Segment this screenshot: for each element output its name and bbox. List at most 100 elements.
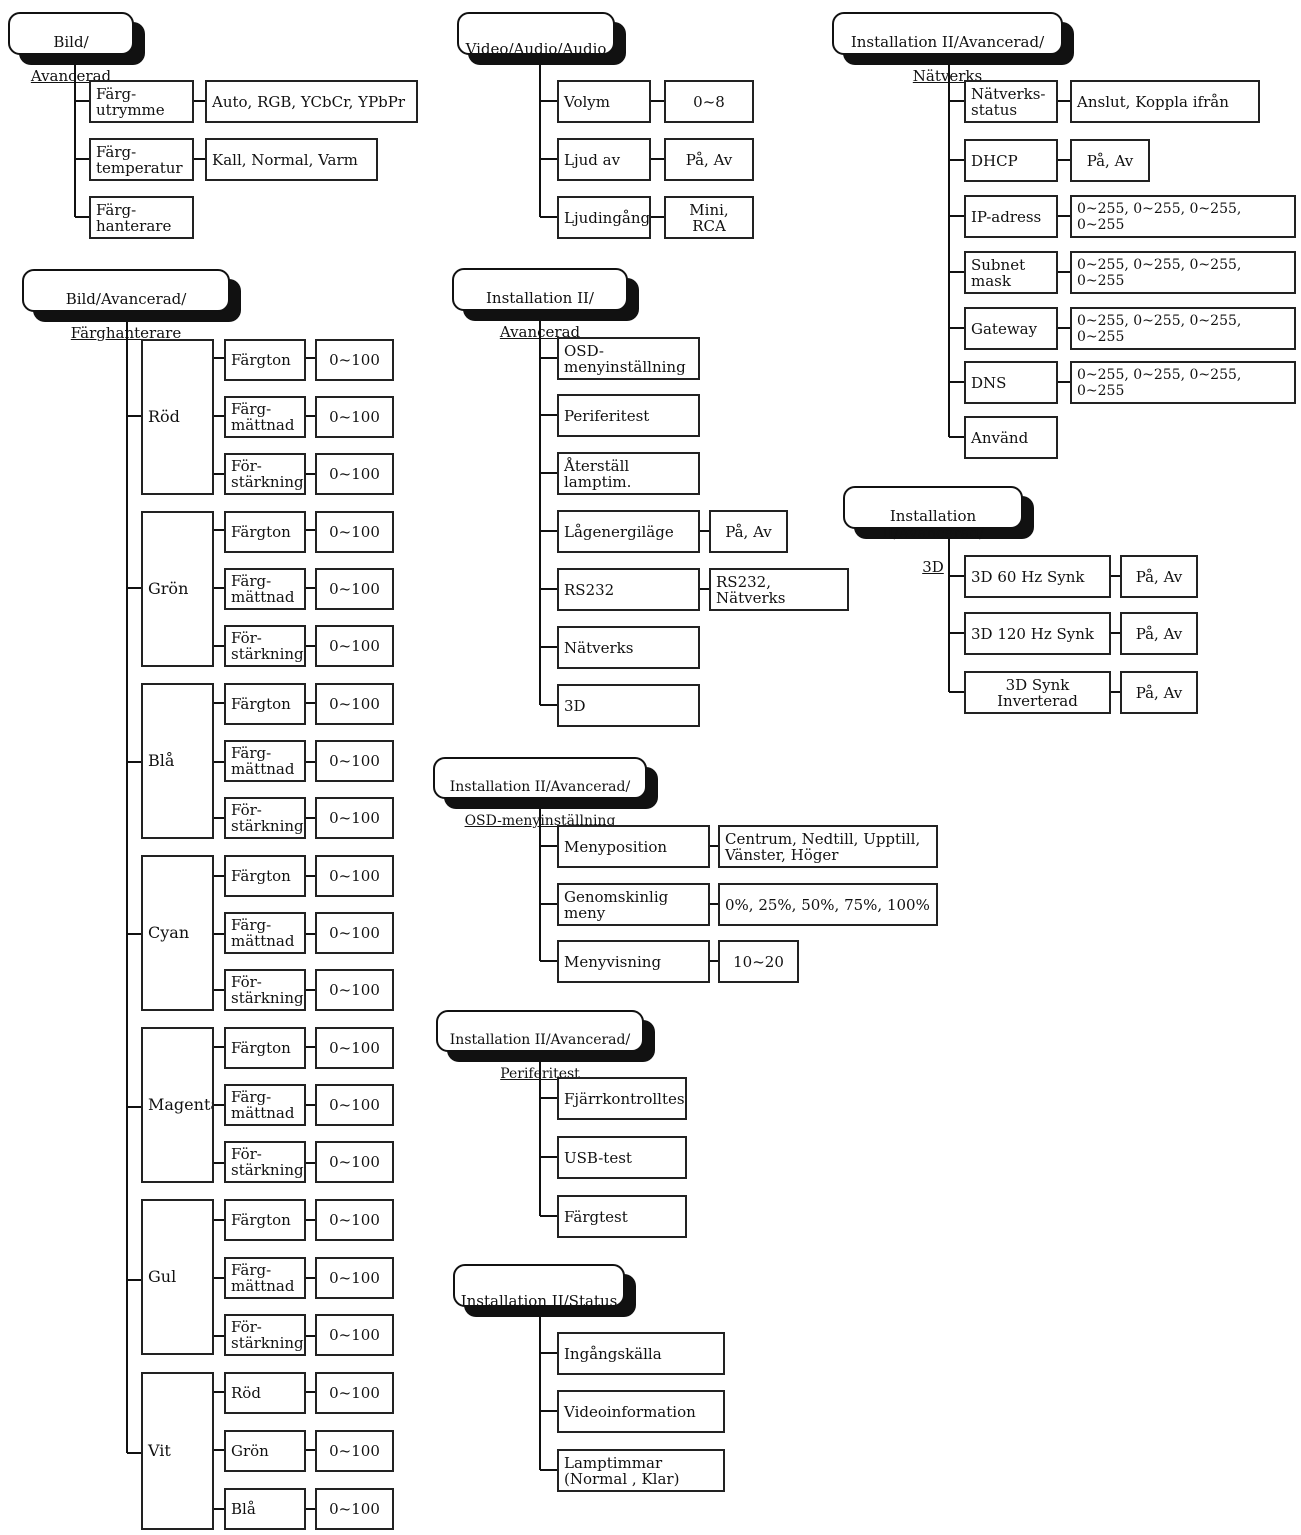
option-dhcp: På, Av	[1070, 139, 1150, 182]
menu-item-gateway[interactable]: Gateway	[964, 307, 1058, 350]
header-link[interactable]: Avancerad	[499, 323, 581, 341]
menu-item-aterstall-lamptim[interactable]: Återställ lamptim.	[557, 452, 700, 495]
header-status: Installation II/Status	[453, 1264, 625, 1310]
range-value: 0~100	[315, 683, 394, 725]
color-group-gul[interactable]: Gul	[141, 1199, 214, 1355]
item-fargton[interactable]: Färgton	[224, 339, 306, 381]
item-forstarkning[interactable]: För- stärkning	[224, 797, 306, 839]
header-farghanterare: Bild/Avancerad/ Färghanterare	[22, 269, 230, 342]
header-3d: Installation II/Avancerad/ 3D	[843, 486, 1023, 576]
header-natverks: Installation II/Avancerad/ Nätverks	[832, 12, 1063, 85]
option-volym: 0~8	[664, 80, 754, 123]
item-forstarkning[interactable]: För- stärkning	[224, 969, 306, 1011]
item-rod[interactable]: Röd	[224, 1372, 306, 1414]
item-forstarkning[interactable]: För- stärkning	[224, 453, 306, 495]
header-link[interactable]: Färghanterare	[70, 324, 182, 342]
header-osd: Installation II/Avancerad/ OSD-menyinstä…	[433, 757, 647, 829]
menu-item-anvand[interactable]: Använd	[964, 416, 1058, 459]
range-value: 0~100	[315, 912, 394, 954]
range-value: 0~100	[315, 1314, 394, 1356]
range-value: 0~100	[315, 969, 394, 1011]
option-subnet-mask: 0~255, 0~255, 0~255, 0~255	[1070, 251, 1296, 294]
menu-item-volym[interactable]: Volym	[557, 80, 651, 123]
option-ljudingang: Mini, RCA	[664, 196, 754, 239]
range-value: 0~100	[315, 1199, 394, 1241]
menu-item-periferitest[interactable]: Periferitest	[557, 394, 700, 437]
item-fargton[interactable]: Färgton	[224, 683, 306, 725]
header-link[interactable]: Audio	[562, 40, 607, 58]
option-menyposition: Centrum, Nedtill, Upptill, Vänster, Höge…	[718, 825, 938, 868]
menu-item-3d[interactable]: 3D	[557, 684, 700, 727]
item-mattnad[interactable]: Färg- mättnad	[224, 1257, 306, 1299]
item-gron[interactable]: Grön	[224, 1430, 306, 1472]
color-group-bla[interactable]: Blå	[141, 683, 214, 839]
range-value: 0~100	[315, 1084, 394, 1126]
option-gateway: 0~255, 0~255, 0~255, 0~255	[1070, 307, 1296, 350]
color-group-vit[interactable]: Vit	[141, 1372, 214, 1530]
item-mattnad[interactable]: Färg- mättnad	[224, 1084, 306, 1126]
menu-item-videoinformation[interactable]: Videoinformation	[557, 1390, 725, 1433]
item-mattnad[interactable]: Färg- mättnad	[224, 396, 306, 438]
option-fargtemperatur: Kall, Normal, Varm	[205, 138, 378, 181]
menu-item-3d-60hz-synk[interactable]: 3D 60 Hz Synk	[964, 555, 1111, 598]
menu-item-ingangskalla[interactable]: Ingångskälla	[557, 1332, 725, 1375]
item-mattnad[interactable]: Färg- mättnad	[224, 740, 306, 782]
header-link[interactable]: Status	[568, 1292, 618, 1310]
color-group-cyan[interactable]: Cyan	[141, 855, 214, 1011]
option-menyvisning: 10~20	[718, 940, 799, 983]
header-link[interactable]: 3D	[922, 558, 944, 576]
range-value: 0~100	[315, 625, 394, 667]
menu-item-dhcp[interactable]: DHCP	[964, 139, 1058, 182]
menu-item-ljudingang[interactable]: Ljudingång	[557, 196, 651, 239]
option-ljud-av: På, Av	[664, 138, 754, 181]
item-fargton[interactable]: Färgton	[224, 511, 306, 553]
range-value: 0~100	[315, 568, 394, 610]
menu-item-lagenergilage[interactable]: Lågenergiläge	[557, 510, 700, 553]
menu-item-subnet-mask[interactable]: Subnet mask	[964, 251, 1058, 294]
option-3d-120hz-synk: På, Av	[1120, 612, 1198, 655]
item-mattnad[interactable]: Färg- mättnad	[224, 912, 306, 954]
header-bild-avancerad: Bild/ Avancerad	[8, 12, 134, 85]
menu-item-genomskinlig-meny[interactable]: Genomskinlig meny	[557, 883, 710, 926]
option-genomskinlig-meny: 0%, 25%, 50%, 75%, 100%	[718, 883, 938, 926]
menu-item-3d-synk-inverterad[interactable]: 3D Synk Inverterad	[964, 671, 1111, 714]
color-group-rod[interactable]: Röd	[141, 339, 214, 495]
item-bla[interactable]: Blå	[224, 1488, 306, 1530]
item-forstarkning[interactable]: För- stärkning	[224, 1314, 306, 1356]
menu-item-ip-adress[interactable]: IP-adress	[964, 195, 1058, 238]
color-group-gron[interactable]: Grön	[141, 511, 214, 667]
item-fargton[interactable]: Färgton	[224, 855, 306, 897]
menu-item-natverks-status[interactable]: Nätverks- status	[964, 80, 1058, 123]
menu-item-menyvisning[interactable]: Menyvisning	[557, 940, 710, 983]
menu-item-fargtemperatur[interactable]: Färg- temperatur	[89, 138, 194, 181]
range-value: 0~100	[315, 453, 394, 495]
option-3d-60hz-synk: På, Av	[1120, 555, 1198, 598]
item-forstarkning[interactable]: För- stärkning	[224, 625, 306, 667]
color-group-magenta[interactable]: Magenta	[141, 1027, 214, 1183]
menu-item-usb-test[interactable]: USB-test	[557, 1136, 687, 1179]
menu-item-farghanterare[interactable]: Färg- hanterare	[89, 196, 194, 239]
menu-item-osd[interactable]: OSD- menyinställning	[557, 337, 700, 380]
option-3d-synk-inverterad: På, Av	[1120, 671, 1198, 714]
item-fargton[interactable]: Färgton	[224, 1199, 306, 1241]
menu-item-rs232[interactable]: RS232	[557, 568, 700, 611]
item-mattnad[interactable]: Färg- mättnad	[224, 568, 306, 610]
item-fargton[interactable]: Färgton	[224, 1027, 306, 1069]
menu-item-lamptimmar[interactable]: Lamptimmar (Normal , Klar)	[557, 1449, 725, 1492]
menu-item-fargutrymme[interactable]: Färg- utrymme	[89, 80, 194, 123]
option-dns: 0~255, 0~255, 0~255, 0~255	[1070, 361, 1296, 404]
range-value: 0~100	[315, 1372, 394, 1414]
header-audio: Video/Audio/Audio	[457, 12, 615, 58]
menu-item-3d-120hz-synk[interactable]: 3D 120 Hz Synk	[964, 612, 1111, 655]
menu-item-menyposition[interactable]: Menyposition	[557, 825, 710, 868]
item-forstarkning[interactable]: För- stärkning	[224, 1141, 306, 1183]
menu-item-ljud-av[interactable]: Ljud av	[557, 138, 651, 181]
range-value: 0~100	[315, 1488, 394, 1530]
menu-item-fargtest[interactable]: Färgtest	[557, 1195, 687, 1238]
menu-item-natverks[interactable]: Nätverks	[557, 626, 700, 669]
range-value: 0~100	[315, 396, 394, 438]
menu-item-fjarrkontrolltest[interactable]: Fjärrkontrolltest	[557, 1077, 687, 1120]
header-periferitest: Installation II/Avancerad/ Periferitest	[436, 1010, 644, 1082]
menu-item-dns[interactable]: DNS	[964, 361, 1058, 404]
